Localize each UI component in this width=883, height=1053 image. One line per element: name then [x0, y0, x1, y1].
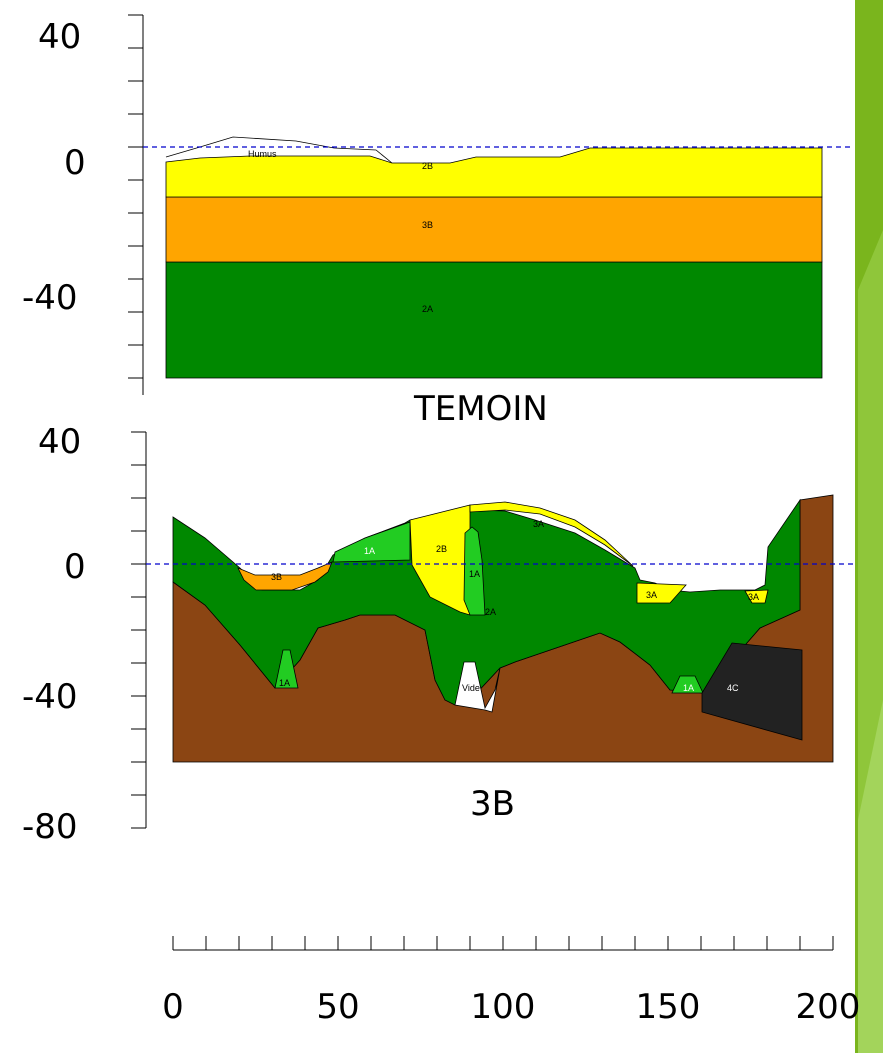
bottom-y-label-40: 40	[38, 422, 82, 462]
top-layer-2a	[165, 261, 823, 379]
label-bottom-3a-top: 3A	[533, 519, 544, 529]
bottom-layer-3b-pocket	[237, 561, 333, 591]
label-top-2a: 2A	[422, 304, 433, 314]
bottom-layer-4c	[701, 642, 803, 741]
label-bottom-1a-lower-right: 1A	[683, 683, 694, 693]
bottom-panel: 3B 1A 2B 3A 1A 2A 3A 3A 1A Vide 1A 4C	[131, 431, 855, 829]
x-label-150: 150	[635, 987, 701, 1027]
top-caption: TEMOIN	[414, 389, 548, 429]
bottom-layer-1a-column	[463, 526, 486, 616]
bottom-layer-3a-top	[469, 501, 634, 567]
x-axis	[172, 936, 834, 951]
label-bottom-vide: Vide	[462, 683, 480, 693]
label-bottom-4c: 4C	[727, 683, 739, 693]
bottom-layer-1a-surface	[332, 521, 411, 563]
bottom-layer-1a-lower-left	[274, 649, 299, 689]
bottom-layer-3a-right-b	[744, 589, 769, 604]
top-y-ticks	[128, 14, 143, 379]
bottom-y-label-0: 0	[64, 547, 86, 587]
stripe-light-2	[858, 700, 883, 1053]
top-y-label-40: 40	[38, 17, 82, 57]
bottom-y-label-neg40: -40	[22, 677, 78, 717]
label-bottom-1a-surface: 1A	[364, 546, 375, 556]
label-bottom-1a-column: 1A	[469, 569, 480, 579]
label-bottom-2a: 2A	[485, 607, 496, 617]
x-label-200: 200	[795, 987, 861, 1027]
label-bottom-3b: 3B	[271, 572, 282, 582]
top-layer-3b	[165, 196, 823, 263]
label-bottom-3a-right-b: 3A	[748, 592, 759, 602]
top-y-label-0: 0	[64, 143, 86, 183]
label-bottom-2b: 2B	[436, 544, 447, 554]
top-panel: Humus 2B 3B 2A	[128, 14, 850, 395]
bottom-layer-2a	[172, 498, 801, 706]
bottom-caption: 3B	[470, 784, 515, 824]
label-bottom-3a-right-a: 3A	[646, 590, 657, 600]
label-top-2b: 2B	[422, 161, 433, 171]
label-humus: Humus	[248, 149, 277, 159]
x-label-50: 50	[316, 987, 360, 1027]
top-layer-2b	[165, 147, 823, 198]
bottom-y-ticks	[131, 431, 146, 829]
top-y-label-neg40: -40	[22, 278, 78, 318]
label-top-3b: 3B	[422, 220, 433, 230]
x-label-100: 100	[470, 987, 536, 1027]
bottom-layer-3a-right-a	[636, 582, 687, 604]
x-label-0: 0	[162, 987, 184, 1027]
label-bottom-1a-lower-left: 1A	[279, 678, 290, 688]
bottom-void	[454, 661, 501, 713]
bottom-y-label-neg80: -80	[22, 807, 78, 847]
